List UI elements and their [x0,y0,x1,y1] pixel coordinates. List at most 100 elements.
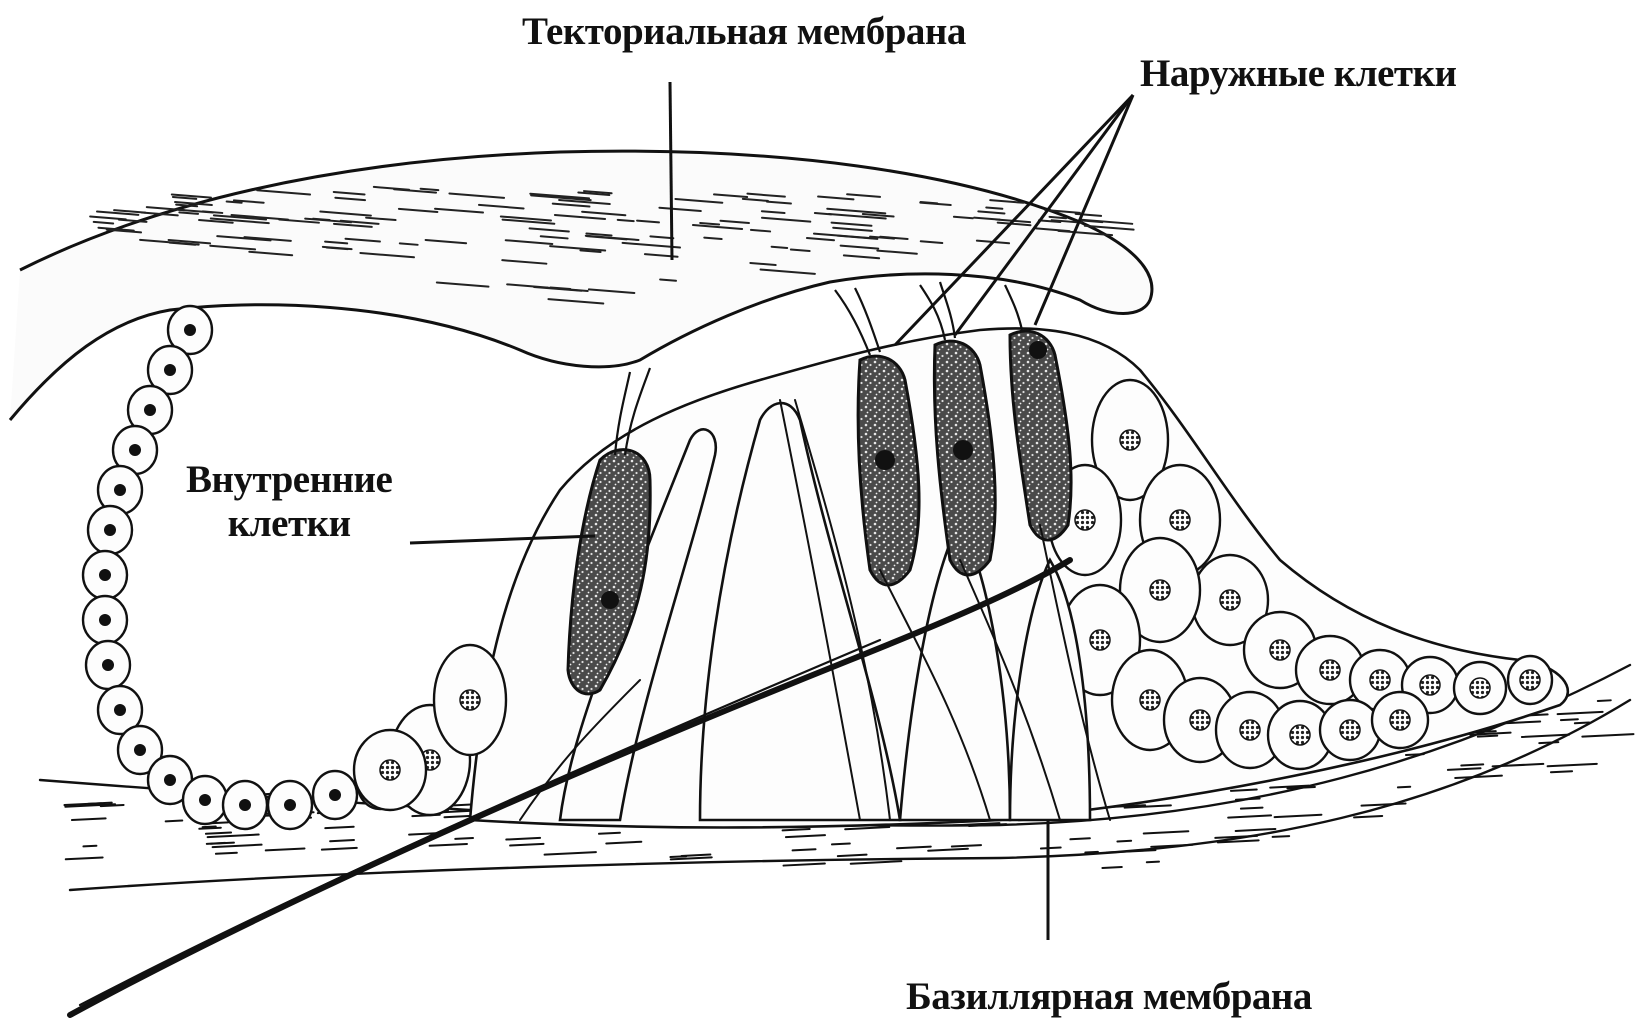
fibre-streak [793,849,816,850]
cell-nucleus [1270,640,1290,660]
fibre-streak [1455,776,1502,778]
fibre-streak [618,220,634,221]
fibre-streak [455,838,473,839]
tectorial-membrane-label: Текториальная мембрана [522,10,966,54]
fibre-streak [786,835,825,837]
cell-nucleus [1090,630,1110,650]
fibre-streak [772,247,788,248]
fibre-streak [815,213,831,214]
cell-nucleus [1190,710,1210,730]
cell-nucleus [144,404,156,416]
cell-nucleus [1240,720,1260,740]
cell-nucleus [1420,675,1440,695]
cell-nucleus [1520,670,1540,690]
fibre-streak [1354,816,1382,817]
cell-nucleus [184,324,196,336]
fibre-streak [1406,754,1424,755]
cell-nucleus [102,659,114,671]
fibre-streak [1147,862,1159,863]
cell-nucleus [329,789,341,801]
cell-nucleus [1290,725,1310,745]
fibre-streak [1228,815,1271,817]
fibre-streak [660,280,676,281]
cell-nucleus [1370,670,1390,690]
inner-cells-label: Внутренние клетки [186,458,392,545]
fibre-streak [430,844,467,846]
cell-nucleus [1120,430,1140,450]
fibre-streak [1085,852,1098,853]
cell-nucleus [1340,720,1360,740]
cell-nucleus [164,774,176,786]
fibre-streak [1461,764,1483,765]
cell-nucleus [1140,690,1160,710]
cell-nucleus [104,524,116,536]
fibre-streak [1558,712,1603,714]
fibre-streak [322,848,357,850]
fibre-streak [1275,815,1322,817]
fibre-streak [206,833,231,834]
cell-nucleus [460,690,480,710]
fibre-streak [681,855,710,856]
fibre-streak [1551,771,1572,772]
fibre-streak [330,840,354,841]
fibre-streak [1598,700,1611,701]
fibre-streak [1241,808,1263,809]
fibre-streak [325,827,353,828]
cell-nucleus [380,760,400,780]
fibre-streak [1548,764,1597,766]
fibre-streak [94,222,113,224]
fibre-streak [114,210,145,212]
fibre-streak [173,197,196,199]
cell-nucleus [99,614,111,626]
inner-cells-label-line2: клетки [186,502,392,546]
fibre-streak [845,827,889,829]
fibre-streak [72,818,106,820]
fibre-streak [421,189,439,190]
fibre-streak [1236,829,1276,831]
fibre-streak [313,219,329,220]
cell-nucleus [239,799,251,811]
fibre-streak [211,843,234,844]
cell-nucleus [134,744,146,756]
fibre-streak [838,855,867,856]
inner-sulcus-cells [83,306,402,829]
fibre-streak [1493,764,1544,767]
fibre-streak [83,846,96,847]
fibre-streak [208,835,259,838]
fibre-streak [897,847,931,849]
fibre-streak [1041,848,1061,849]
fibre-streak [1117,841,1131,842]
fibre-streak [203,826,216,827]
fibre-streak [510,844,543,846]
fibre-streak [1102,867,1121,868]
fibre-streak [1070,838,1089,839]
cell-nucleus [1150,580,1170,600]
fibre-streak [704,238,721,239]
cell-nucleus [1390,710,1410,730]
basilar-membrane-label: Базиллярная мембрана [906,975,1312,1019]
cell-nucleus [284,799,296,811]
cell-nucleus [129,444,141,456]
fibre-streak [545,852,596,855]
fibre-streak [928,849,968,851]
fibre-streak [1273,836,1290,837]
fibre-streak [213,845,262,847]
cell-nucleus [99,569,111,581]
cell-nucleus [1320,660,1340,680]
fibre-streak [1539,742,1558,743]
cell-nucleus [199,794,211,806]
fibre-streak [1398,787,1410,788]
fibre-streak [166,821,183,822]
cell-nucleus [114,484,126,496]
fibre-streak [952,845,981,846]
cell-nucleus [1075,510,1095,530]
fibre-streak [1478,736,1497,737]
fibre-streak [1107,850,1156,852]
fibre-streak [101,805,124,806]
fibre-streak [1362,803,1406,805]
fibre-streak [1236,799,1260,800]
fibre-streak [1448,768,1481,770]
fibre-streak [851,861,902,864]
fibre-streak [784,863,825,865]
fibre-streak [606,842,641,844]
